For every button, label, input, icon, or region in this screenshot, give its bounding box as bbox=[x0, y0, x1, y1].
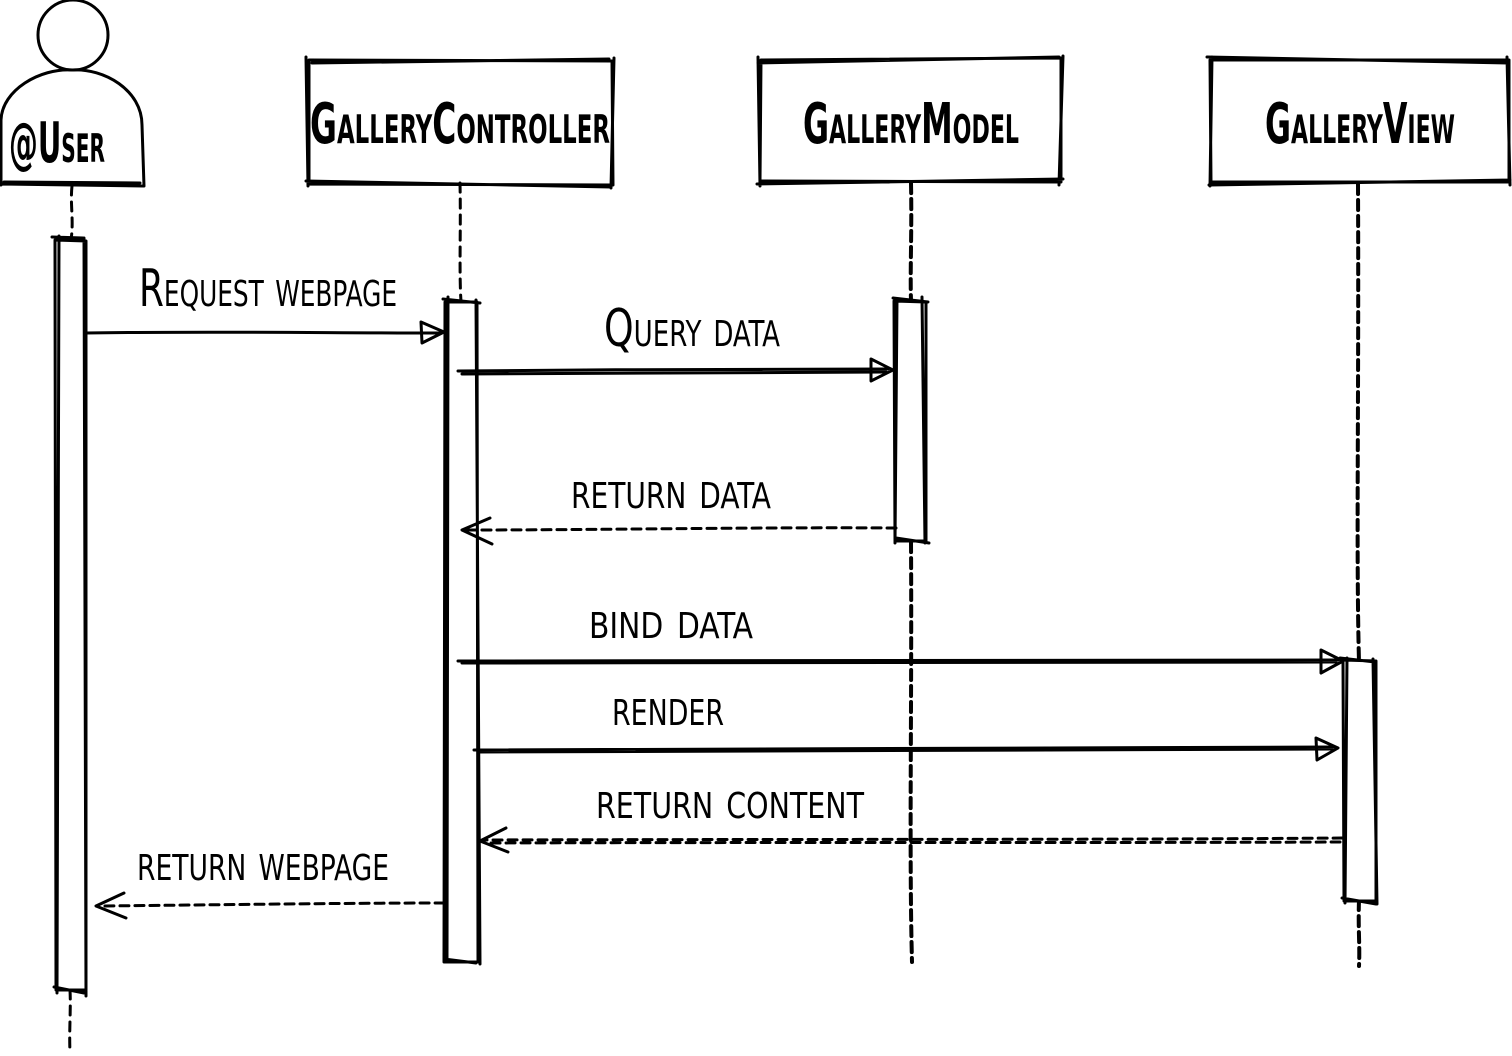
message-label-render: render bbox=[612, 678, 724, 738]
arrowhead-open-triangle-icon bbox=[1314, 736, 1340, 762]
arrowhead-open-icon bbox=[460, 516, 494, 546]
activation-user bbox=[50, 234, 88, 998]
arrowhead-open-icon bbox=[478, 826, 510, 854]
arrowhead-open-triangle-icon bbox=[869, 357, 895, 383]
message-arrow-query-data bbox=[456, 367, 890, 376]
participant-box-model bbox=[755, 54, 1065, 188]
lifeline-controller bbox=[458, 181, 463, 304]
participant-controller: GalleryController bbox=[304, 55, 616, 190]
participant-view: GalleryView bbox=[1205, 55, 1512, 188]
lifelines bbox=[68, 181, 1362, 1054]
lifeline-view bbox=[1355, 182, 1362, 968]
activations bbox=[50, 234, 1379, 998]
participant-model: GalleryModel bbox=[755, 54, 1065, 188]
message-request-webpage: Request webpage bbox=[84, 259, 446, 345]
arrowhead-open-triangle-icon bbox=[419, 320, 446, 345]
participant-label-user: @User bbox=[9, 111, 105, 176]
participant-label-view: GalleryView bbox=[1265, 92, 1455, 157]
message-label-bind-data: bind data bbox=[589, 591, 753, 651]
arrowhead-open-icon bbox=[94, 891, 128, 920]
participant-box-controller bbox=[304, 55, 616, 190]
activation-view bbox=[1338, 656, 1379, 906]
actor-head-icon bbox=[36, 0, 110, 72]
message-label-query-data: Query data bbox=[604, 299, 780, 359]
message-return-content: return content bbox=[478, 771, 1344, 854]
actor-user: @User bbox=[0, 0, 146, 188]
actor-body-icon bbox=[0, 68, 146, 188]
message-return-data: return data bbox=[460, 461, 898, 546]
arrowhead-open-triangle-icon bbox=[1319, 648, 1345, 675]
message-arrow-request-webpage bbox=[84, 330, 442, 335]
message-arrow-render bbox=[472, 745, 1336, 754]
message-query-data: Query data bbox=[456, 299, 895, 383]
message-bind-data: bind data bbox=[456, 591, 1345, 675]
participant-label-controller: GalleryController bbox=[310, 92, 610, 157]
lifeline-model bbox=[908, 181, 914, 964]
message-return-webpage: return webpage bbox=[94, 833, 446, 920]
message-arrow-return-data bbox=[464, 526, 898, 532]
message-label-return-webpage: return webpage bbox=[137, 833, 389, 893]
activation-controller bbox=[441, 295, 482, 966]
participant-label-model: GalleryModel bbox=[803, 92, 1019, 157]
messages: Request webpage Query data return data b… bbox=[84, 259, 1345, 920]
message-render: render bbox=[472, 678, 1340, 762]
message-label-return-content: return content bbox=[596, 771, 864, 831]
message-arrow-bind-data bbox=[456, 658, 1340, 665]
participant-box-view bbox=[1205, 55, 1512, 188]
message-arrow-return-webpage bbox=[100, 901, 446, 908]
activation-model bbox=[891, 295, 931, 545]
message-arrow-return-content bbox=[482, 836, 1344, 845]
message-label-request-webpage: Request webpage bbox=[139, 259, 397, 319]
lifeline-user bbox=[68, 184, 74, 1054]
message-label-return-data: return data bbox=[571, 461, 771, 521]
